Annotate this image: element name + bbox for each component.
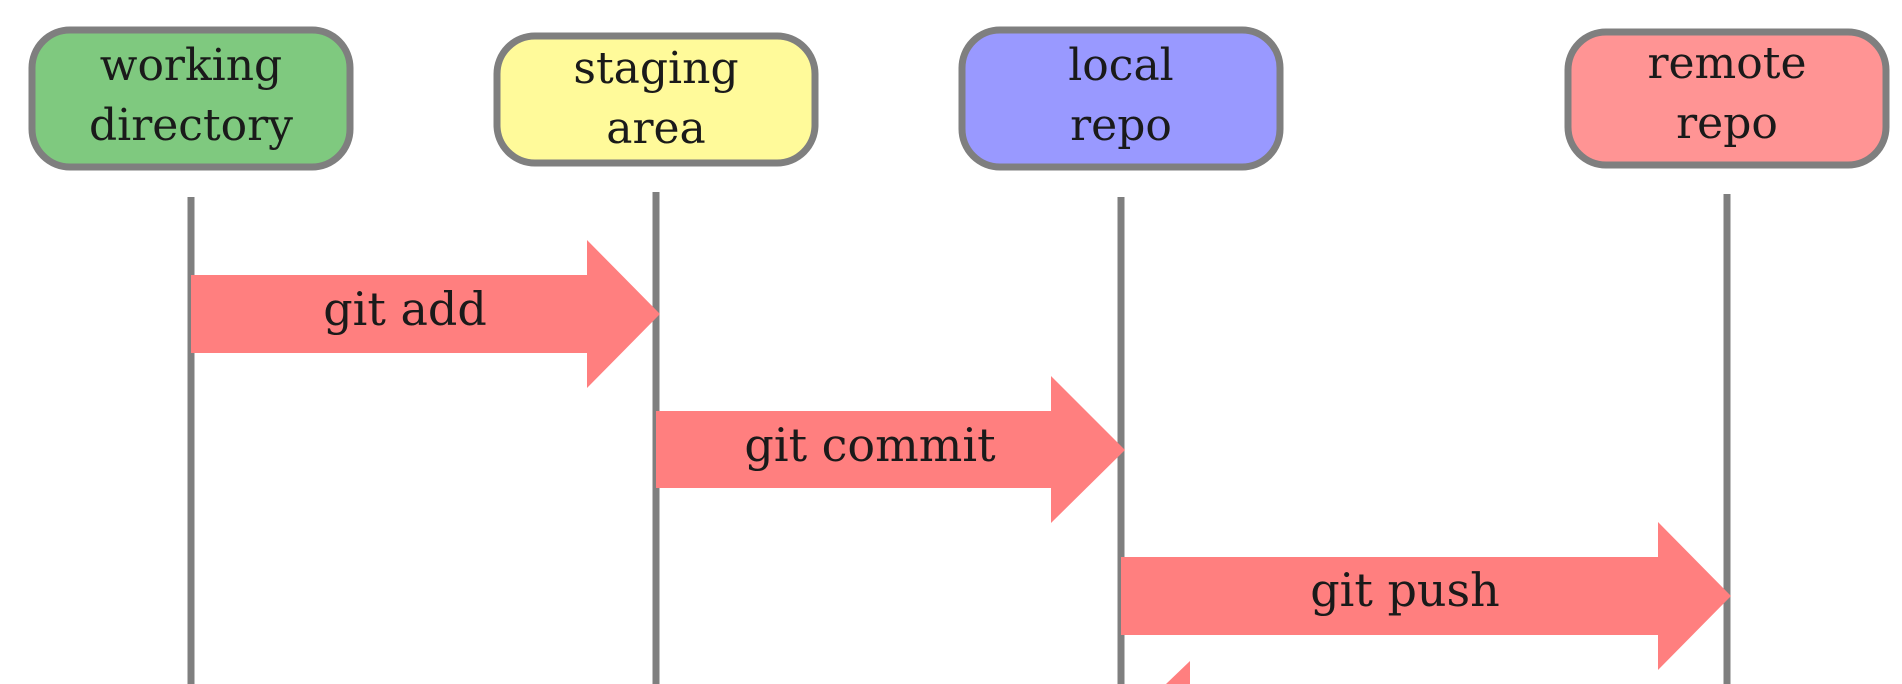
node-staging-line-1: staging xyxy=(573,43,738,94)
arrow-git-commit: git commit xyxy=(656,376,1125,523)
node-local: local repo xyxy=(958,26,1284,171)
arrow-git-push-label: git push xyxy=(1310,563,1500,617)
node-local-box xyxy=(958,26,1284,171)
node-staging-box xyxy=(493,32,819,167)
node-remote-box xyxy=(1564,28,1890,169)
node-working-line-1: working xyxy=(100,40,282,91)
node-staging: staging area xyxy=(493,32,819,167)
arrow-git-add: git add xyxy=(191,240,660,388)
node-local-line-1: local xyxy=(1068,40,1174,91)
partial-arrow-tip xyxy=(1166,661,1190,684)
arrow-git-commit-label: git commit xyxy=(744,418,996,472)
arrow-git-commit-shape xyxy=(656,376,1125,523)
arrow-git-push-shape xyxy=(1121,522,1731,670)
arrow-git-push: git push xyxy=(1121,522,1731,670)
node-working-line-2: directory xyxy=(89,100,293,151)
node-staging-line-2: area xyxy=(606,103,706,154)
node-local-line-2: repo xyxy=(1070,100,1172,151)
node-working: working directory xyxy=(28,26,354,171)
node-remote: remote repo xyxy=(1564,28,1890,169)
arrow-git-add-label: git add xyxy=(323,282,487,336)
arrow-git-add-shape xyxy=(191,240,660,388)
node-remote-line-1: remote xyxy=(1647,38,1806,89)
node-remote-line-2: repo xyxy=(1676,98,1778,149)
node-working-box xyxy=(28,26,354,171)
